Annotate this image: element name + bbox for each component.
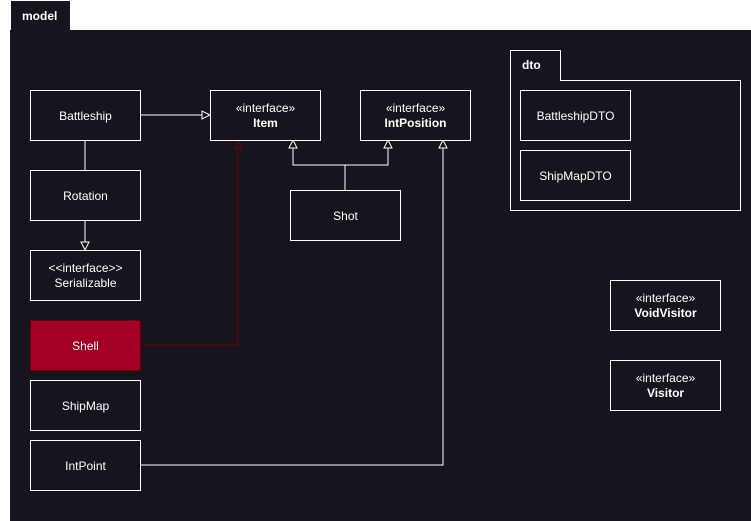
edge-rotation-serializable: [80, 220, 90, 252]
package-tab-model: model: [10, 0, 71, 31]
stereotype-label: «interface»: [635, 290, 696, 305]
class-intpoint[interactable]: IntPoint: [30, 440, 141, 491]
stereotype-label: «interface»: [635, 370, 696, 385]
class-name: Shell: [72, 338, 99, 353]
class-name: IntPosition: [384, 115, 447, 130]
class-name: ShipMapDTO: [539, 168, 612, 183]
interface-serializable[interactable]: <<interface>> Serializable: [30, 250, 141, 301]
edge-intpoint-intposition: [140, 138, 448, 466]
edge-shell-item: [140, 138, 243, 346]
interface-item[interactable]: «interface» Item: [210, 90, 321, 141]
class-name: Serializable: [54, 275, 117, 290]
interface-voidvisitor[interactable]: «interface» VoidVisitor: [610, 280, 721, 331]
class-name: Item: [253, 115, 278, 130]
class-shipmapdto[interactable]: ShipMapDTO: [520, 150, 631, 201]
interface-visitor[interactable]: «interface» Visitor: [610, 360, 721, 411]
class-shot[interactable]: Shot: [290, 190, 401, 241]
stereotype-label: <<interface>>: [48, 260, 123, 275]
edge-shot-intposition: [345, 138, 393, 166]
class-name: Visitor: [646, 385, 685, 400]
edge-battleship-item: [140, 110, 212, 120]
class-battleshipdto[interactable]: BattleshipDTO: [520, 90, 631, 141]
class-name: Battleship: [59, 108, 112, 123]
interface-intposition[interactable]: «interface» IntPosition: [360, 90, 471, 141]
stereotype-label: «interface»: [385, 100, 446, 115]
class-name: Shot: [333, 208, 358, 223]
class-name: BattleshipDTO: [536, 108, 615, 123]
class-name: Rotation: [63, 188, 108, 203]
class-shell[interactable]: Shell: [30, 320, 141, 371]
edge-shot-item: [288, 138, 346, 190]
class-name: IntPoint: [65, 458, 106, 473]
class-shipmap[interactable]: ShipMap: [30, 380, 141, 431]
stereotype-label: «interface»: [235, 100, 296, 115]
class-name: VoidVisitor: [634, 305, 697, 320]
class-rotation[interactable]: Rotation: [30, 170, 141, 221]
package-dto: [510, 80, 741, 211]
package-tab-dto: dto: [510, 50, 561, 81]
class-name: ShipMap: [61, 398, 110, 413]
class-battleship[interactable]: Battleship: [30, 90, 141, 141]
